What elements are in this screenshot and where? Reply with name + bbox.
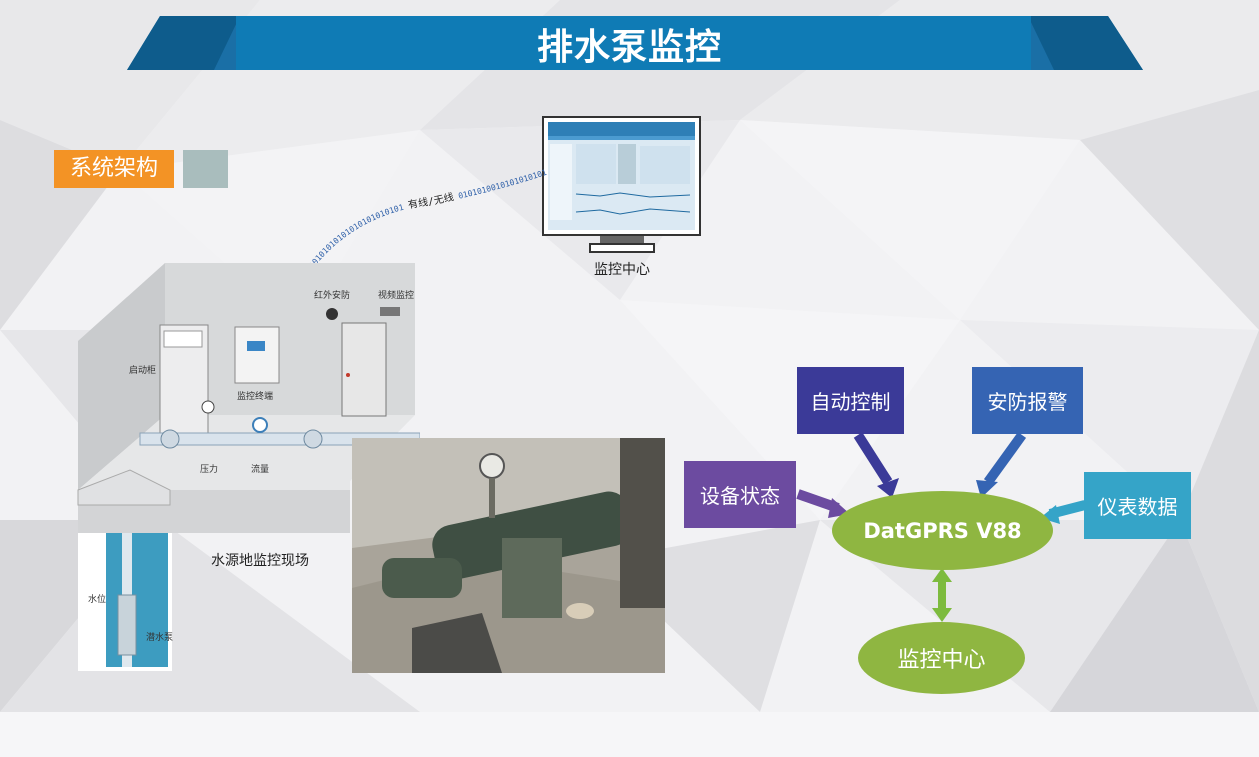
page-title: 排水泵监控: [536, 27, 722, 68]
link-type-label: 有线/无线: [407, 190, 455, 211]
pump-photo: [352, 438, 665, 673]
security-alarm-node: 安防报警: [972, 367, 1083, 434]
footer-bar: [0, 712, 1259, 757]
auto-control-node: 自动控制: [797, 367, 904, 434]
monitoring-center-node: 监控中心: [858, 622, 1025, 694]
data-link-arc: 010101010101010101010101010101 有线/无线 010…: [280, 165, 548, 298]
submersible-pump-label: 潜水泵: [146, 633, 174, 643]
video-monitor-label: 视频监控: [378, 291, 415, 301]
device-status-node: 设备状态: [684, 461, 796, 528]
pump-room-illustration: [77, 263, 420, 671]
flow-label: 流量: [251, 465, 270, 475]
site-caption: 水源地监控现场: [211, 553, 309, 569]
pressure-label: 压力: [200, 465, 219, 475]
monitor-terminal-label: 监控终端: [237, 392, 274, 402]
binary-stream-right: 010101001010101010101010101010: [280, 165, 548, 201]
meter-data-node: 仪表数据: [1084, 472, 1191, 539]
section-tag: 系统架构: [54, 150, 174, 188]
monitor-caption: 监控中心: [594, 262, 650, 278]
starter-cabinet-label: 启动柜: [129, 366, 157, 376]
water-level-label: 水位: [88, 595, 107, 605]
section-tag-accent: [183, 150, 228, 188]
infrared-security-label: 红外安防: [314, 291, 351, 301]
datgprs-center-node: DatGPRS V88: [832, 491, 1053, 570]
title-banner: [127, 16, 1143, 70]
monitor-icon: [542, 116, 701, 253]
architecture-arrows: [796, 432, 1087, 622]
